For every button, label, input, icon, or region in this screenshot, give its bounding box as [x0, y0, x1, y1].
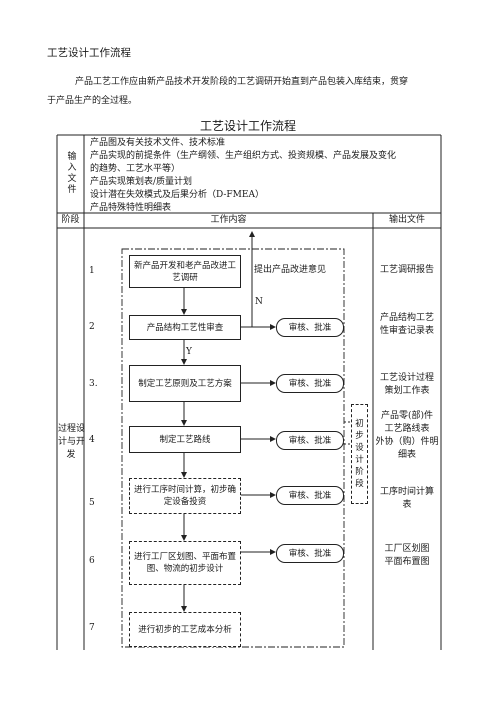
output-line: 工艺路线表 — [384, 424, 430, 434]
review-approve-box: 审核、批准 — [276, 431, 344, 450]
prelim-char: 设 — [355, 443, 364, 453]
step-number: 1 — [89, 266, 95, 276]
review-approve-box: 审核、批准 — [276, 318, 344, 337]
input-label-char: 输 — [67, 152, 77, 162]
step-label: 进行工厂区划图、平面布置图、物流的初步设计 — [133, 552, 236, 574]
step-label: 制定工艺路线 — [159, 434, 211, 445]
col-header-stage: 阶段 — [61, 215, 80, 225]
input-line: 产品特殊特性明细表 — [90, 203, 172, 213]
input-label-char: 入 — [67, 163, 77, 173]
review-label: 审核、批准 — [288, 322, 332, 333]
output-time-calc-table: 工序时间计算 表 — [373, 486, 441, 512]
prelim-char: 计 — [355, 455, 364, 465]
step-label: 产品结构工艺性审查 — [146, 322, 224, 333]
input-line: 产品图及有关技术文件、技术标准 — [90, 138, 226, 148]
input-line: 产品实现的前提条件（生产纲领、生产组织方式、投资规模、产品发展及变化 — [90, 151, 397, 161]
output-research-report: 工艺调研报告 — [373, 264, 441, 277]
intro-line-1: 产品工艺工作应由新产品技术开发阶段的工艺调研开始直到产品包装入库结束，贯穿 — [75, 77, 409, 87]
output-line: 外协（购）件明 — [375, 437, 439, 447]
step-box-structure-review: 产品结构工艺性审查 — [129, 315, 241, 340]
step-label: 制定工艺原则及工艺方案 — [138, 378, 232, 389]
section-title: 工艺设计工作流程 — [47, 47, 131, 59]
output-line: 细表 — [397, 450, 416, 460]
output-line: 工序时间计算 — [379, 487, 434, 497]
feedback-label: 提出产品改进意见 — [254, 265, 327, 275]
step-number: 5 — [89, 498, 95, 508]
process-label-line: 过程设 — [58, 424, 86, 434]
output-line: 平面布置图 — [384, 557, 430, 567]
input-label-char: 件 — [67, 185, 77, 195]
no-label: N — [255, 297, 263, 307]
step-box-principles: 制定工艺原则及工艺方案 — [129, 365, 241, 402]
step-box-time-calc: 进行工序时间计算，初步确定设备投资 — [129, 478, 241, 514]
output-structure-review-record: 产品结构工艺 性审查记录表 — [373, 312, 441, 338]
input-label-char: 文 — [67, 174, 77, 184]
table-title: 工艺设计工作流程 — [199, 119, 296, 133]
step-number: 7 — [89, 623, 95, 633]
input-line: 设计潜在失效模式及后果分析（D-FMEA） — [90, 190, 264, 200]
input-line: 的趋势、工艺水平等） — [90, 164, 181, 174]
output-process-planning-sheet: 工艺设计过程 策划工作表 — [373, 372, 441, 398]
step-number: 3. — [89, 379, 98, 389]
step-box-cost-analysis: 进行初步的工艺成本分析 — [129, 612, 241, 647]
process-label-line: 发 — [66, 450, 76, 460]
review-label: 审核、批准 — [288, 435, 332, 446]
review-approve-box: 审核、批准 — [276, 486, 344, 505]
review-approve-box: 审核、批准 — [276, 374, 344, 393]
step-label: 新产品开发和老产品改进工艺调研 — [133, 260, 236, 283]
prelim-char: 阶 — [355, 467, 364, 477]
col-header-output: 输出文件 — [388, 215, 425, 225]
process-stage-label: 过程设 计与开 发 — [58, 423, 86, 462]
review-approve-box: 审核、批准 — [276, 544, 344, 563]
preliminary-design-stage-box: 初 步 设 计 阶 段 — [351, 404, 368, 504]
yes-label: Y — [186, 347, 192, 357]
output-line: 表 — [402, 500, 412, 510]
step-number: 4 — [89, 435, 95, 445]
process-label-line: 计与开 — [58, 437, 86, 447]
step-number: 2 — [89, 322, 95, 332]
step-label: 进行初步的工艺成本分析 — [138, 624, 232, 635]
output-line: 产品结构工艺 — [379, 313, 434, 323]
output-line: 产品零(部)件 — [380, 411, 434, 421]
prelim-char: 段 — [355, 479, 364, 489]
output-line: 工艺调研报告 — [379, 265, 434, 275]
prelim-char: 初 — [355, 419, 364, 429]
output-route-tables: 产品零(部)件 工艺路线表 外协（购）件明 细表 — [373, 410, 441, 462]
output-line: 工厂区划图 — [384, 544, 430, 554]
input-line: 产品实现策划表/质量计划 — [90, 177, 193, 187]
review-label: 审核、批准 — [288, 548, 332, 559]
output-line: 性审查记录表 — [379, 326, 434, 336]
col-header-content: 工作内容 — [210, 215, 247, 225]
step-box-research: 新产品开发和老产品改进工艺调研 — [129, 255, 241, 288]
input-files-list: 产品图及有关技术文件、技术标准 产品实现的前提条件（生产纲领、生产组织方式、投资… — [90, 137, 396, 215]
review-label: 审核、批准 — [288, 490, 332, 501]
prelim-char: 步 — [355, 431, 364, 441]
step-box-route: 制定工艺路线 — [129, 426, 241, 453]
review-label: 审核、批准 — [288, 378, 332, 389]
step-box-layout-design: 进行工厂区划图、平面布置图、物流的初步设计 — [129, 541, 241, 585]
step-label: 进行工序时间计算，初步确定设备投资 — [133, 485, 236, 507]
input-files-label: 输 入 文 件 — [66, 152, 78, 196]
output-line: 策划工作表 — [384, 386, 430, 396]
output-line: 工艺设计过程 — [379, 373, 434, 383]
intro-line-2: 于产品生产的全过程。 — [47, 96, 138, 106]
output-layout-drawings: 工厂区划图 平面布置图 — [373, 543, 441, 569]
step-number: 6 — [89, 556, 95, 566]
